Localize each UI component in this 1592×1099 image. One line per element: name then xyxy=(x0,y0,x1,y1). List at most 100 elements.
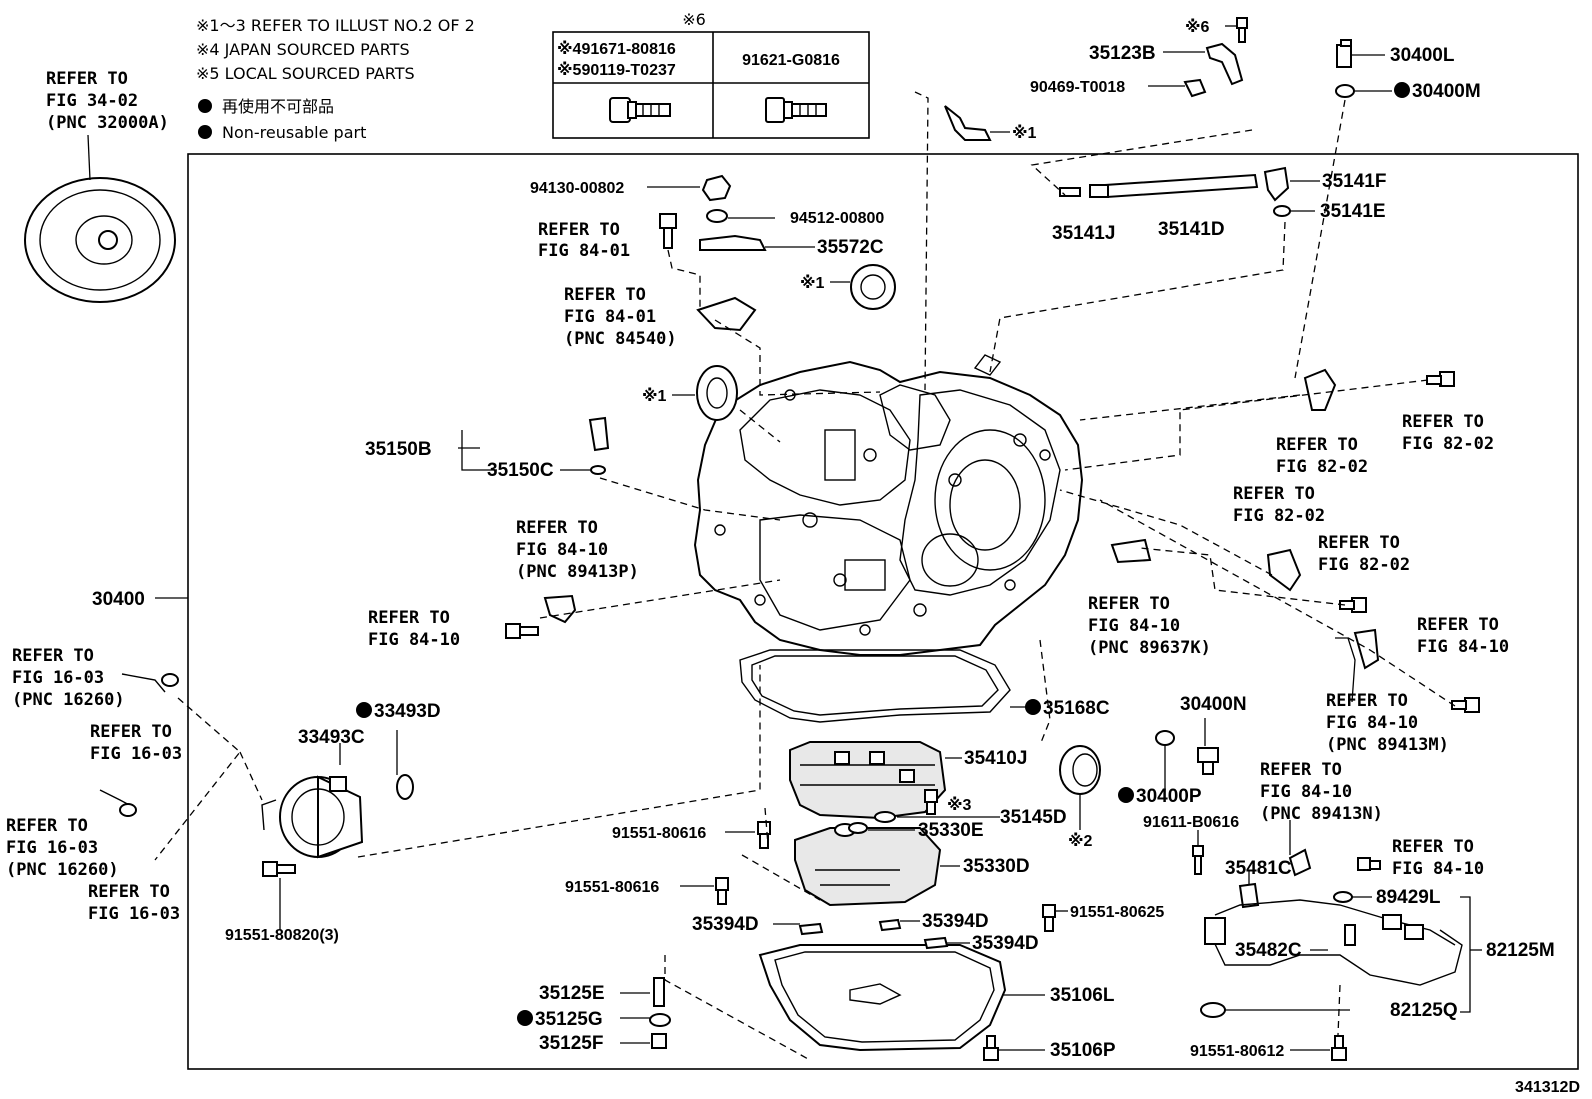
svg-text:REFER TO: REFER TO xyxy=(1276,435,1358,455)
assembly-lines xyxy=(154,91,1456,1061)
bolt-icon xyxy=(944,105,992,141)
oil-cooler-icon xyxy=(261,775,364,859)
svg-text:REFER TO: REFER TO xyxy=(6,816,88,836)
svg-text:(PNC 16260): (PNC 16260) xyxy=(12,690,125,710)
part-label: 35410J xyxy=(964,748,1027,769)
part-label: 33493D xyxy=(374,701,441,722)
part-label: 35150C xyxy=(487,460,554,481)
part-label: 35123B xyxy=(1089,43,1156,64)
svg-text:REFER TO: REFER TO xyxy=(1392,837,1474,857)
table-left-part-2: ※590119-T0237 xyxy=(557,61,676,79)
part-label: 30400L xyxy=(1390,45,1455,66)
svg-text:(PNC 89413M): (PNC 89413M) xyxy=(1326,735,1449,755)
bracket-icon xyxy=(1205,42,1244,86)
non-reusable-dot-icon xyxy=(356,702,372,718)
svg-text:REFER TO: REFER TO xyxy=(1318,533,1400,553)
svg-text:FIG 34-02: FIG 34-02 xyxy=(46,91,138,111)
diagram-id: 341312D xyxy=(1515,1079,1580,1096)
oil-pan-gasket-icon xyxy=(739,649,1011,723)
part-label: 91551-80625 xyxy=(1070,904,1164,921)
non-reusable-dot-icon xyxy=(198,125,212,139)
part-label: 94130-00802 xyxy=(530,180,624,197)
part-label: 89429L xyxy=(1376,887,1441,908)
svg-text:FIG 16-03: FIG 16-03 xyxy=(12,668,104,688)
table-right-part: 91621-G0816 xyxy=(742,52,840,69)
non-reusable-dot-icon xyxy=(1118,787,1134,803)
svg-text:(PNC 16260): (PNC 16260) xyxy=(6,860,119,880)
shift-shaft-icon xyxy=(1103,173,1259,199)
part-label: 35481C xyxy=(1225,858,1292,879)
part-label: 35482C xyxy=(1235,940,1302,961)
small-parts xyxy=(99,17,1480,1061)
svg-text:REFER TO: REFER TO xyxy=(90,722,172,742)
svg-text:FIG 84-01: FIG 84-01 xyxy=(538,241,630,261)
part-label: 35330D xyxy=(963,856,1030,877)
part-label: ※2 xyxy=(1068,832,1093,850)
notes-block: ※1～3 REFER TO ILLUST NO.2 OF 2 ※4 JAPAN … xyxy=(196,16,475,142)
part-label: 35141F xyxy=(1322,171,1386,192)
svg-text:(PNC 89413P): (PNC 89413P) xyxy=(516,562,639,582)
part-label: 35145D xyxy=(1000,807,1067,828)
plug-icon xyxy=(1336,44,1352,68)
svg-text:FIG 84-10: FIG 84-10 xyxy=(1392,859,1484,879)
part-label: 33493C xyxy=(298,727,365,748)
note-line-2: ※4 JAPAN SOURCED PARTS xyxy=(196,40,410,59)
table-left-part-1: ※491671-80816 xyxy=(557,40,676,58)
note-line-1: ※1～3 REFER TO ILLUST NO.2 OF 2 xyxy=(196,16,475,35)
svg-text:(PNC 32000A): (PNC 32000A) xyxy=(46,113,169,133)
svg-text:FIG 84-10: FIG 84-10 xyxy=(1088,616,1180,636)
svg-text:FIG 82-02: FIG 82-02 xyxy=(1318,555,1410,575)
part-label: 35125G xyxy=(535,1009,603,1030)
svg-text:REFER TO: REFER TO xyxy=(1088,594,1170,614)
part-label: 35572C xyxy=(817,237,884,258)
svg-text:FIG 16-03: FIG 16-03 xyxy=(90,744,182,764)
part-label: 91551-80616 xyxy=(612,825,706,842)
non-reusable-dot-icon xyxy=(517,1010,533,1026)
svg-text:REFER TO: REFER TO xyxy=(1417,615,1499,635)
svg-text:REFER TO: REFER TO xyxy=(1260,760,1342,780)
part-label: ※6 xyxy=(1185,18,1210,36)
part-labels: 35123B 90469-T0018 ※6 30400L 30400M ※1 3… xyxy=(92,18,1555,1061)
nut-icon xyxy=(701,174,732,202)
svg-text:REFER TO: REFER TO xyxy=(564,285,646,305)
hex-bolt-icon xyxy=(765,97,827,123)
svg-text:(PNC 89413N): (PNC 89413N) xyxy=(1260,804,1383,824)
non-reusable-dot-icon xyxy=(198,99,212,113)
svg-text:FIG 84-10: FIG 84-10 xyxy=(516,540,608,560)
part-label: 35141E xyxy=(1320,201,1386,222)
part-label: 30400N xyxy=(1180,694,1247,715)
wiring-harness-icon xyxy=(1204,899,1463,986)
oil-pan-icon xyxy=(758,944,1007,1052)
part-label: 35106P xyxy=(1050,1040,1116,1061)
part-label: ※1 xyxy=(800,274,825,292)
part-label: 91551-80616 xyxy=(565,879,659,896)
part-label: 35125E xyxy=(539,983,605,1004)
part-label: 35150B xyxy=(365,439,432,460)
torque-converter-icon xyxy=(24,134,176,303)
svg-text:REFER TO: REFER TO xyxy=(12,646,94,666)
part-label: 90469-T0018 xyxy=(1030,79,1125,96)
note-line-3: ※5 LOCAL SOURCED PARTS xyxy=(196,64,415,83)
svg-text:FIG 16-03: FIG 16-03 xyxy=(6,838,98,858)
part-label: 35394D xyxy=(922,911,989,932)
part-label: 35394D xyxy=(692,914,759,935)
legend-japanese: 再使用不可部品 xyxy=(222,97,334,116)
non-reusable-dot-icon xyxy=(1025,699,1041,715)
svg-text:FIG 82-02: FIG 82-02 xyxy=(1233,506,1325,526)
svg-text:FIG 84-01: FIG 84-01 xyxy=(564,307,656,327)
svg-text:REFER TO: REFER TO xyxy=(538,220,620,240)
